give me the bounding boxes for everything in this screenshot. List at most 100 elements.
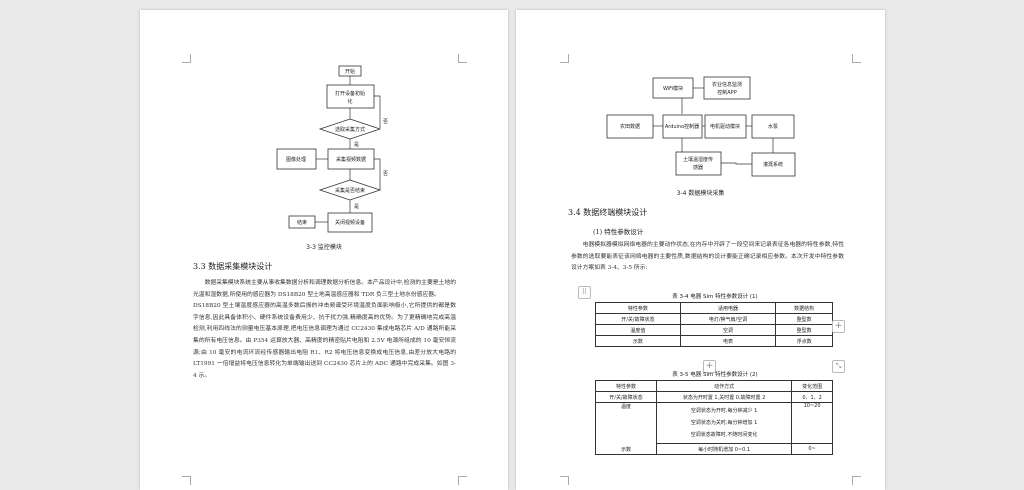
margin-mark bbox=[852, 476, 861, 485]
table-header-cell: 特性参数 bbox=[595, 380, 657, 392]
svg-text:采集是否结束: 采集是否结束 bbox=[335, 187, 365, 194]
add-column-button[interactable]: + bbox=[832, 320, 845, 333]
svg-text:采集视频数据: 采集视频数据 bbox=[336, 156, 366, 163]
margin-mark bbox=[458, 54, 467, 63]
svg-text:Arduino控制器: Arduino控制器 bbox=[665, 123, 699, 130]
action-line: 空调状态故障时,不随时间变化 bbox=[690, 432, 758, 438]
action-line: 空调状态为开时,每分钟减少 1 bbox=[690, 408, 758, 414]
data-collection-diagram: WiFi模块 农业信息监测 控制APP 农田数据 Arduino控制器 电机驱动… bbox=[606, 76, 796, 177]
section-heading: 3.3 数据采集模块设计 bbox=[193, 262, 273, 271]
svg-text:农田数据: 农田数据 bbox=[620, 123, 640, 130]
svg-text:控制APP: 控制APP bbox=[717, 89, 736, 96]
svg-text:灌溉系统: 灌溉系统 bbox=[763, 161, 783, 168]
parameter-table-2: 特性参数 动作方式 变化范围 开/关/故障状态 状态为开时置 1,关时置 0,故… bbox=[595, 380, 833, 455]
table-cell: 0、1、2 bbox=[791, 391, 833, 403]
section-heading: 3.4 数据终端模块设计 bbox=[568, 208, 648, 217]
monitor-flowchart: 开始 打开设备初始 化 选取采集方式 否 是 图像处理 采集视频数据 采集是否结… bbox=[276, 65, 388, 233]
table-row: 温度值 空调 整型数 bbox=[595, 324, 833, 336]
flow-collect-done-decision: 采集是否结束 bbox=[318, 179, 382, 201]
table-row: 示数 每小时随机增加 0~0.1 0~ bbox=[595, 443, 833, 455]
table-header-row: 特性参数 适用电器 数据结构 bbox=[595, 302, 833, 314]
table-cell: 状态为开时置 1,关时置 0,故障时置 2 bbox=[655, 391, 793, 403]
app-box: 农业信息监测 控制APP bbox=[703, 76, 751, 100]
margin-mark bbox=[560, 54, 569, 63]
table-cell: 电灯/换气扇/空调 bbox=[679, 313, 777, 325]
table-header-row: 特性参数 动作方式 变化范围 bbox=[595, 380, 833, 392]
flow-collect: 采集视频数据 bbox=[327, 148, 375, 170]
margin-mark bbox=[182, 54, 191, 63]
margin-mark bbox=[852, 54, 861, 63]
action-line: 空调状态为关时,每分钟增加 1 bbox=[690, 420, 758, 426]
table-cell: 0~ bbox=[791, 443, 833, 455]
svg-text:化: 化 bbox=[347, 98, 352, 105]
add-row-button[interactable]: + bbox=[703, 360, 716, 373]
table-cell: 电表 bbox=[679, 335, 777, 347]
table-header-cell: 数据结构 bbox=[775, 302, 833, 314]
document-page-1: 开始 打开设备初始 化 选取采集方式 否 是 图像处理 采集视频数据 采集是否结… bbox=[140, 10, 508, 490]
body-text: 数据采集模块系统主要从事收集数据分析和调理数据分析信息。本产品设计中,检测的主要… bbox=[193, 278, 456, 382]
table-cell: 温度值 bbox=[595, 324, 681, 336]
flow-start: 开始 bbox=[338, 65, 362, 77]
svg-text:土壤温湿度传: 土壤温湿度传 bbox=[683, 156, 713, 163]
svg-text:开始: 开始 bbox=[345, 68, 355, 75]
table-cell: 示数 bbox=[595, 335, 681, 347]
table-cell: 每小时随机增加 0~0.1 bbox=[655, 443, 793, 455]
table-header-cell: 特性参数 bbox=[595, 302, 681, 314]
pump-box: 水泵 bbox=[751, 114, 795, 139]
table-caption: 表 3-5 电器 Sim 特性参数设计 (2) bbox=[672, 372, 758, 378]
motor-driver-box: 电机驱动模块 bbox=[704, 114, 747, 139]
table-cell: 空调状态为开时,每分钟减少 1 空调状态为关时,每分钟增加 1 空调状态故障时,… bbox=[655, 402, 793, 444]
flow-end: 结束 bbox=[288, 215, 316, 229]
document-page-2: WiFi模块 农业信息监测 控制APP 农田数据 Arduino控制器 电机驱动… bbox=[516, 10, 885, 490]
table-cell: 浮点数 bbox=[775, 335, 833, 347]
margin-mark bbox=[182, 476, 191, 485]
paragraph: 数据采集模块系统主要从事收集数据分析和调理数据分析信息。本产品设计中,检测的主要… bbox=[193, 280, 456, 298]
table-row: 温度 空调状态为开时,每分钟减少 1 空调状态为关时,每分钟增加 1 空调状态故… bbox=[595, 402, 833, 444]
table-cell: 开/关/故障状态 bbox=[595, 391, 657, 403]
flow-init: 打开设备初始 化 bbox=[326, 84, 375, 109]
svg-text:WiFi模块: WiFi模块 bbox=[663, 85, 683, 92]
svg-text:图像处理: 图像处理 bbox=[286, 156, 306, 163]
table-header-cell: 动作方式 bbox=[655, 380, 793, 392]
table-cell: 开/关/故障状态 bbox=[595, 313, 681, 325]
paragraph: DS18B20 型土壤温度感应器的高温多数后振的冲击频谱受环境温度负面影响极小,… bbox=[193, 303, 456, 379]
svg-text:否: 否 bbox=[383, 119, 388, 125]
table-cell: 整型数 bbox=[775, 324, 833, 336]
table-cell: 温度 bbox=[595, 402, 657, 444]
svg-text:结束: 结束 bbox=[297, 219, 307, 226]
farm-data-box: 农田数据 bbox=[606, 114, 654, 139]
svg-text:感器: 感器 bbox=[693, 164, 703, 171]
table-header-cell: 变化范围 bbox=[791, 380, 833, 392]
flow-close: 关闭视频设备 bbox=[327, 212, 373, 233]
svg-text:否: 否 bbox=[383, 171, 388, 177]
svg-text:农业信息监测: 农业信息监测 bbox=[712, 81, 742, 88]
margin-mark bbox=[458, 476, 467, 485]
parameter-table-1: 特性参数 适用电器 数据结构 开/关/故障状态 电灯/换气扇/空调 整型数 温度… bbox=[595, 302, 833, 347]
table-row: 示数 电表 浮点数 bbox=[595, 335, 833, 347]
paragraph: 电器模拟器模拟网络电器的主要动作状态,在内存中开辟了一段空间来记录表征各电器的特… bbox=[571, 242, 844, 272]
svg-text:选取采集方式: 选取采集方式 bbox=[335, 126, 365, 133]
table-resize-handle[interactable]: ⤡ bbox=[832, 360, 845, 373]
wifi-module-box: WiFi模块 bbox=[652, 77, 694, 99]
figure-caption: 3-4 数据模块采集 bbox=[676, 190, 725, 197]
table-move-handle[interactable]: ⠿ bbox=[578, 286, 591, 299]
svg-text:打开设备初始: 打开设备初始 bbox=[335, 90, 365, 97]
svg-text:是: 是 bbox=[354, 142, 359, 148]
svg-text:水泵: 水泵 bbox=[768, 123, 778, 130]
table-caption: 表 3-4 电器 Sim 特性参数设计 (1) bbox=[672, 294, 758, 300]
table-cell: 整型数 bbox=[775, 313, 833, 325]
margin-mark bbox=[560, 476, 569, 485]
arduino-box: Arduino控制器 bbox=[662, 114, 703, 139]
subsection-heading: (1) 特性参数设计 bbox=[593, 228, 644, 236]
svg-text:电机驱动模块: 电机驱动模块 bbox=[710, 123, 740, 130]
body-text: 电器模拟器模拟网络电器的主要动作状态,在内存中开辟了一段空间来记录表征各电器的特… bbox=[571, 240, 844, 275]
flow-choose-decision: 选取采集方式 bbox=[318, 118, 382, 140]
sensor-box: 土壤温湿度传 感器 bbox=[675, 151, 722, 176]
table-row: 开/关/故障状态 电灯/换气扇/空调 整型数 bbox=[595, 313, 833, 325]
irrigation-box: 灌溉系统 bbox=[751, 152, 796, 177]
table-cell: 10~20 bbox=[791, 402, 833, 444]
table-cell: 示数 bbox=[595, 443, 657, 455]
table-header-cell: 适用电器 bbox=[679, 302, 777, 314]
svg-text:是: 是 bbox=[354, 204, 359, 210]
table-row: 开/关/故障状态 状态为开时置 1,关时置 0,故障时置 2 0、1、2 bbox=[595, 391, 833, 403]
